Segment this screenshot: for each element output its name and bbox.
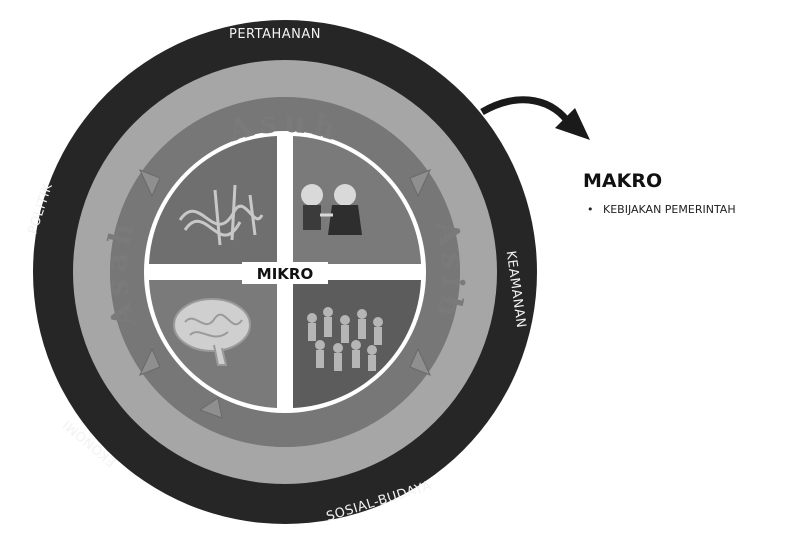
makro-list: •KEBIJAKAN PEMERINTAH — [587, 203, 736, 216]
makro-arrow — [482, 100, 570, 125]
makro-title: MAKRO — [583, 170, 662, 192]
center-label: MIKRO — [257, 265, 313, 283]
makro-item: •KEBIJAKAN PEMERINTAH — [587, 203, 736, 216]
makro-item-label: KEBIJAKAN PEMERINTAH — [603, 203, 736, 216]
bullet-icon: • — [587, 203, 603, 216]
pertahanan-label: PERTAHANAN — [229, 27, 321, 42]
